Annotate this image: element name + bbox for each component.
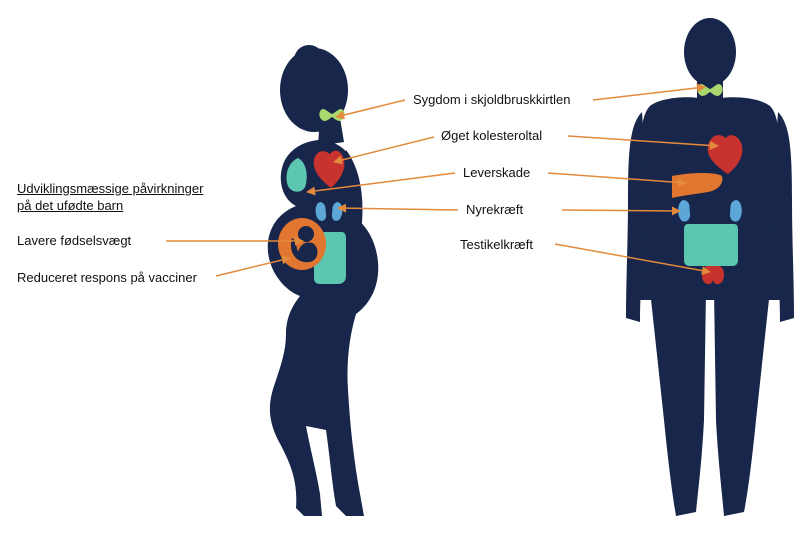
kidney-icon xyxy=(678,200,742,222)
arrow-kidney-woman xyxy=(337,203,459,213)
breast-icon xyxy=(286,158,307,192)
fetal-item-birthweight: Lavere fødselsvægt xyxy=(17,233,132,248)
arrow-cholesterol-woman xyxy=(333,136,435,165)
uterus-fetus-icon xyxy=(278,218,326,270)
label-kidney: Nyrekræft xyxy=(466,202,524,217)
arrow-liver-man xyxy=(547,172,687,187)
arrow-thyroid-man xyxy=(592,83,706,101)
arrow-vaccines xyxy=(215,255,291,277)
arrow-thyroid-woman xyxy=(335,99,406,120)
arrows xyxy=(166,83,719,277)
label-liver: Leverskade xyxy=(463,165,531,180)
label-testicle: Testikelkræft xyxy=(460,237,533,252)
label-cholesterol: Øget kolesteroltal xyxy=(441,128,543,143)
arrow-testicle-man xyxy=(554,243,711,275)
fetal-heading-line2: på det ufødte barn xyxy=(17,198,124,213)
man-silhouette xyxy=(626,18,794,516)
arrow-cholesterol-man xyxy=(567,135,719,150)
fetal-heading-line1: Udviklingsmæssige påvirkninger xyxy=(17,181,204,196)
intestine-icon xyxy=(684,224,738,266)
arrow-liver-woman xyxy=(306,172,456,196)
arrow-kidney-man xyxy=(561,206,681,216)
fetal-item-vaccines: Reduceret respons på vacciner xyxy=(17,270,197,285)
kidney-icon xyxy=(315,202,343,221)
label-thyroid: Sygdom i skjoldbruskkirtlen xyxy=(413,92,571,107)
